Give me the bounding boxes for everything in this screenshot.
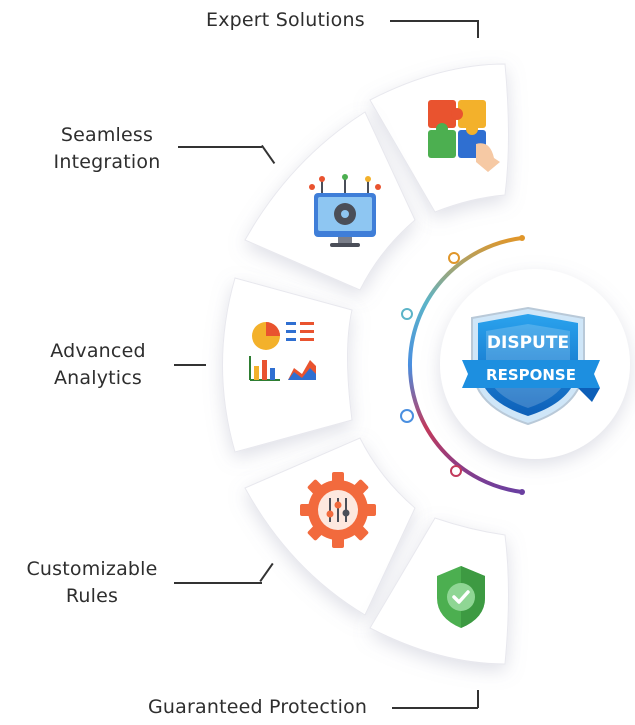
arc-node-bottom [519, 489, 525, 495]
segment-advanced-analytics [222, 277, 353, 453]
puzzle-icon [428, 100, 500, 172]
label-expert-solutions: Expert Solutions [206, 9, 365, 31]
label-seamless-line-2: Integration [53, 151, 161, 173]
arc-node-3 [400, 409, 414, 423]
arc-node-top [519, 235, 525, 241]
connector-arc [407, 236, 523, 494]
leader-line-advanced-analytics [174, 364, 206, 366]
arc-node-2 [401, 308, 413, 320]
dispute-response-badge: DISPUTE RESPONSE [462, 306, 600, 426]
label-seamless-integration: Seamless Integration [36, 122, 178, 176]
label-advanced-line-1: Advanced [50, 340, 146, 362]
badge-line-2: RESPONSE [486, 366, 576, 384]
arc-node-4 [450, 465, 462, 477]
leader-line-expert-solutions [390, 20, 478, 22]
gear-monitor-icon [309, 174, 381, 247]
shield-check-icon [437, 566, 485, 628]
label-customizable-line-2: Rules [65, 585, 119, 607]
leader-line-customizable-rules [174, 582, 262, 584]
label-advanced-analytics: Advanced Analytics [28, 338, 168, 392]
label-advanced-line-2: Analytics [53, 367, 143, 389]
leader-tick-expert-solutions [477, 20, 479, 38]
label-customizable-rules: Customizable Rules [12, 556, 172, 610]
leader-line-guaranteed-protection [392, 707, 478, 709]
leader-line-seamless-integration [178, 146, 262, 148]
label-guaranteed-protection: Guaranteed Protection [148, 696, 368, 718]
leader-tick-guaranteed-protection [477, 690, 479, 708]
badge-line-1: DISPUTE [487, 333, 569, 353]
analytics-charts-icon [249, 322, 316, 381]
label-seamless-line-1: Seamless [60, 124, 154, 146]
label-customizable-line-1: Customizable [26, 558, 158, 580]
settings-gear-sliders-icon [300, 472, 376, 548]
arc-node-1 [448, 252, 460, 264]
